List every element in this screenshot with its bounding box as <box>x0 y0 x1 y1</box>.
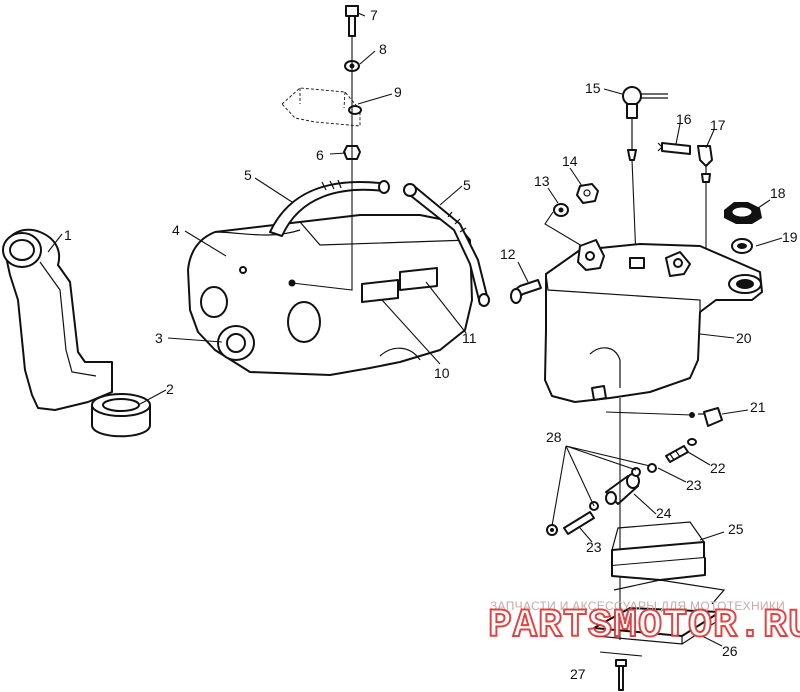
part-7-bolt <box>345 5 359 37</box>
callout-18: 18 <box>770 185 786 201</box>
part-9-bracket <box>281 87 362 127</box>
part-14-nut <box>576 183 599 204</box>
callout-25: 25 <box>728 521 744 537</box>
callout-20: 20 <box>736 330 752 346</box>
callout-9: 9 <box>394 84 402 100</box>
callout-24: 24 <box>656 505 672 521</box>
callout-8: 8 <box>379 41 387 57</box>
part-25-mounting-bracket <box>611 521 706 581</box>
part-16-hose <box>657 142 691 155</box>
callout-4: 4 <box>172 222 180 238</box>
callout-28: 28 <box>546 429 562 445</box>
callout-12: 12 <box>500 246 516 262</box>
part-5-hose-upper <box>269 179 390 237</box>
callout-23a: 23 <box>686 477 702 493</box>
part-24-fuel-filter <box>605 473 640 505</box>
callout-15: 15 <box>585 80 601 96</box>
assembly-line-13 <box>544 211 583 247</box>
part-19-cap-seal <box>731 238 753 254</box>
callout-3: 3 <box>155 330 163 346</box>
part-22-inline-connector <box>665 438 697 463</box>
part-26-base-plate <box>593 579 726 645</box>
callout-2: 2 <box>166 381 174 397</box>
part-4-oil-tank <box>187 214 473 376</box>
callout-19: 19 <box>782 229 798 245</box>
callout-27: 27 <box>570 666 586 682</box>
callout-5a: 5 <box>244 167 252 183</box>
callout-7: 7 <box>370 7 378 23</box>
part-23-hose-upper <box>647 463 657 473</box>
part-12-bolt <box>510 279 542 304</box>
part-20-reservoir-tank <box>544 239 763 403</box>
part-2-grommet <box>91 393 151 438</box>
callout-16: 16 <box>676 111 692 127</box>
leader-lines <box>47 12 783 647</box>
callout-22: 22 <box>710 460 726 476</box>
callout-5b: 5 <box>463 177 471 193</box>
part-27-bolt <box>599 651 643 691</box>
assembly-line-15 <box>631 159 637 259</box>
callout-23b: 23 <box>586 539 602 555</box>
callout-6: 6 <box>316 147 324 163</box>
part-17-elbow-fitting <box>697 145 713 183</box>
part-1-filler-neck <box>2 228 113 411</box>
callout-11: 11 <box>462 330 477 346</box>
callout-26: 26 <box>722 643 738 659</box>
part-5-hose-side <box>403 183 490 307</box>
callout-21: 21 <box>750 399 766 415</box>
assembly-line-21 <box>605 411 693 416</box>
part-28-clamps <box>546 467 641 536</box>
part-13-washer <box>553 203 569 217</box>
callout-1: 1 <box>64 227 72 243</box>
assembly-line-fastener <box>291 36 353 291</box>
part-21-clamp-fitting <box>689 407 723 427</box>
callout-labels: 1 2 3 4 5 5 6 7 8 9 10 11 12 13 14 15 16… <box>64 7 798 682</box>
callout-17: 17 <box>710 117 726 133</box>
part-15-level-sensor <box>622 86 668 161</box>
watermark-caption: ЗАПЧАСТИ И АКСЕССУАРЫ ДЛЯ МОТОТЕХНИКИ <box>490 599 786 613</box>
part-18-filler-cap <box>724 202 762 224</box>
part-3-tank-fitting <box>217 325 255 361</box>
callout-14: 14 <box>562 153 578 169</box>
callout-13: 13 <box>534 173 550 189</box>
callout-10: 10 <box>434 365 450 381</box>
watermark-logo: PARTSMOTOR.RU <box>487 603 800 650</box>
